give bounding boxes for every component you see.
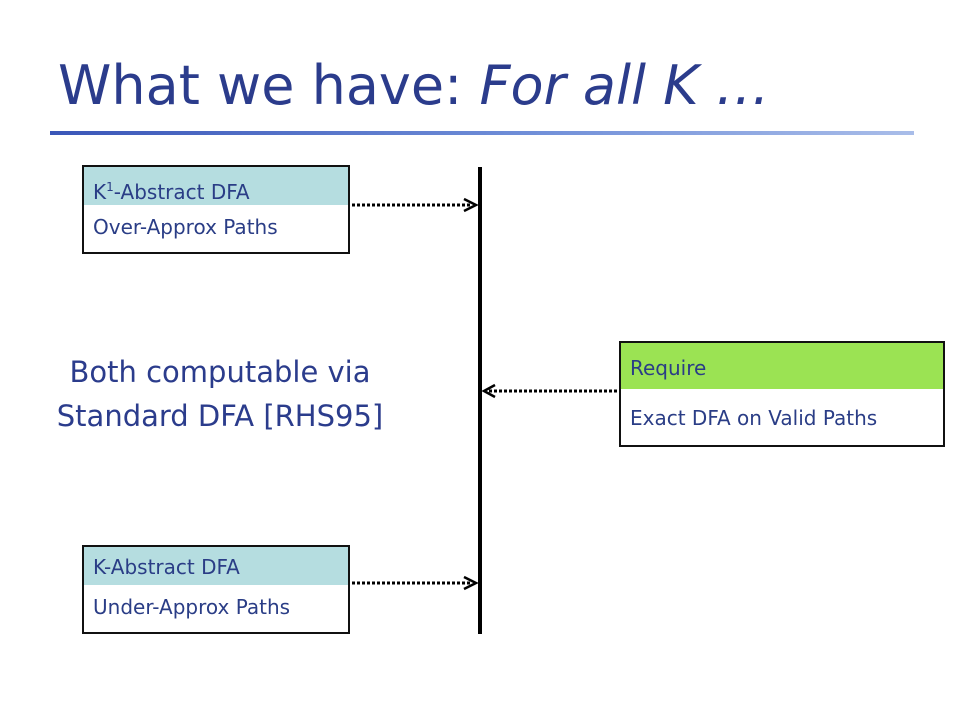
k1-heading-superscript: 1 <box>106 180 114 194</box>
center-caption-line1: Both computable via <box>69 355 371 389</box>
arrow-k1-to-axis <box>352 197 479 213</box>
k1-abstract-dfa-box: K1-Abstract DFA Over-Approx Paths <box>82 165 350 254</box>
require-heading: Require <box>621 343 943 389</box>
k1-heading-rest: -Abstract DFA <box>113 180 250 204</box>
k-abstract-dfa-description: Under-Approx Paths <box>93 595 291 619</box>
center-caption: Both computable via Standard DFA [RHS95] <box>20 350 420 438</box>
page-title: What we have: For all K … <box>58 54 770 117</box>
title-emphasis: For all K … <box>479 54 770 117</box>
arrow-require-to-axis <box>481 383 617 399</box>
k1-heading-base: K <box>93 180 107 204</box>
center-caption-line2: Standard DFA [RHS95] <box>56 399 384 433</box>
title-main: What we have: <box>58 54 480 117</box>
k-abstract-dfa-box: K-Abstract DFA Under-Approx Paths <box>82 545 350 634</box>
require-description: Exact DFA on Valid Paths <box>630 406 878 430</box>
require-box: Require Exact DFA on Valid Paths <box>619 341 945 447</box>
k1-abstract-dfa-heading: K1-Abstract DFA <box>84 167 348 205</box>
k-abstract-dfa-heading: K-Abstract DFA <box>84 547 348 585</box>
k1-abstract-dfa-description: Over-Approx Paths <box>93 215 278 239</box>
arrow-k-to-axis <box>352 575 479 591</box>
title-underline <box>50 131 914 135</box>
